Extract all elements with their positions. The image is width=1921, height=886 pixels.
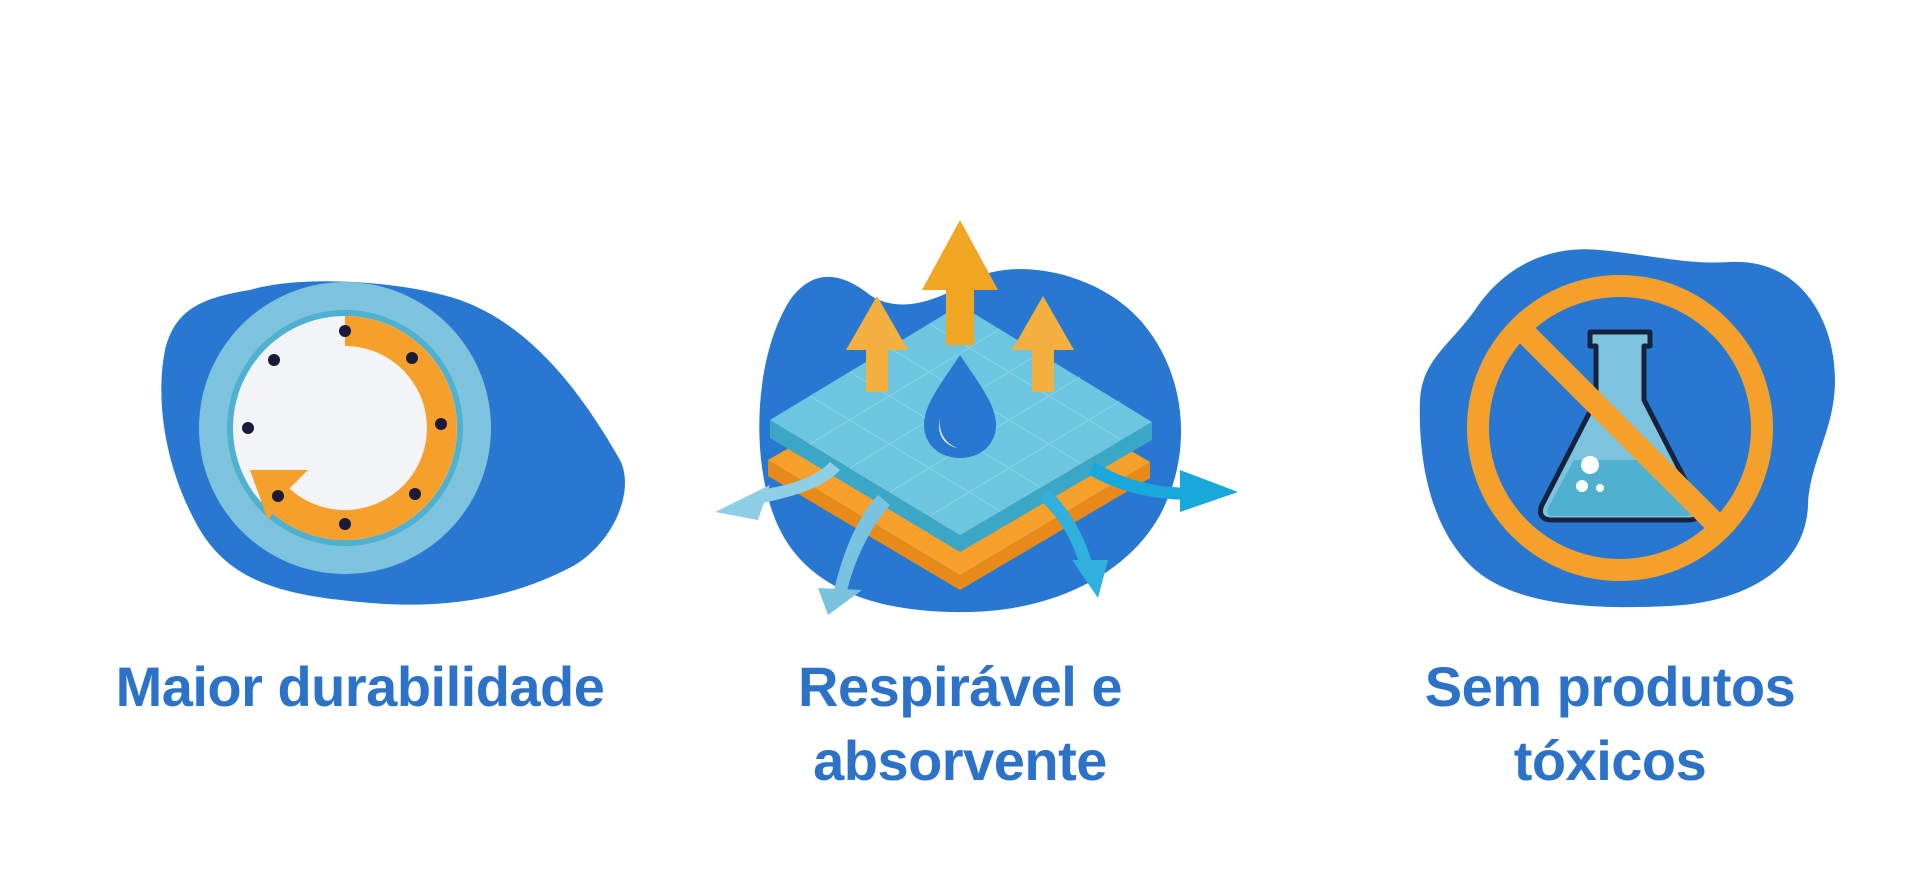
feature-label-line: absorvente	[813, 729, 1107, 792]
prohibition-ring	[1467, 275, 1773, 581]
vapor-arrow-up-icon	[922, 220, 998, 345]
water-drop-icon	[924, 355, 996, 458]
airflow-arrow-left-head	[715, 485, 770, 520]
breathable-layers-icon	[715, 220, 1238, 615]
airflow-arrow-bottom-left-icon	[832, 495, 890, 600]
feature-non-toxic: Sem produtos tóxicos	[1290, 0, 1921, 886]
feature-breathable: Respirável e absorvente	[640, 0, 1280, 886]
clock-dots	[242, 325, 447, 530]
feature-label-line: Sem produtos	[1424, 655, 1796, 718]
feature-label-line: Maior durabilidade	[115, 655, 605, 718]
airflow-arrow-bottom-right-icon	[1040, 490, 1095, 575]
prohibition-slash	[1512, 320, 1728, 536]
flask-bubbles-icon	[1576, 456, 1604, 492]
feature-label-non-toxic: Sem produtos tóxicos	[1290, 650, 1921, 798]
vapor-arrow-up-right-icon	[1012, 296, 1074, 392]
durability-clock-icon	[161, 281, 625, 605]
feature-label-line: Respirável e	[798, 655, 1122, 718]
progress-arc	[260, 316, 457, 540]
feature-label-durability: Maior durabilidade	[40, 650, 680, 724]
feature-label-line: tóxicos	[1513, 729, 1707, 792]
airflow-arrow-right-icon	[1088, 462, 1195, 500]
no-chemicals-icon	[1419, 249, 1835, 608]
airflow-arrow-bottom-right-head	[1072, 560, 1108, 598]
feature-label-breathable: Respirável e absorvente	[640, 650, 1280, 798]
airflow-arrow-right-head	[1180, 470, 1238, 512]
feature-durability: Maior durabilidade	[40, 0, 680, 886]
airflow-arrow-bottom-left-head	[818, 588, 862, 615]
vapor-arrow-up-left-icon	[846, 296, 908, 392]
